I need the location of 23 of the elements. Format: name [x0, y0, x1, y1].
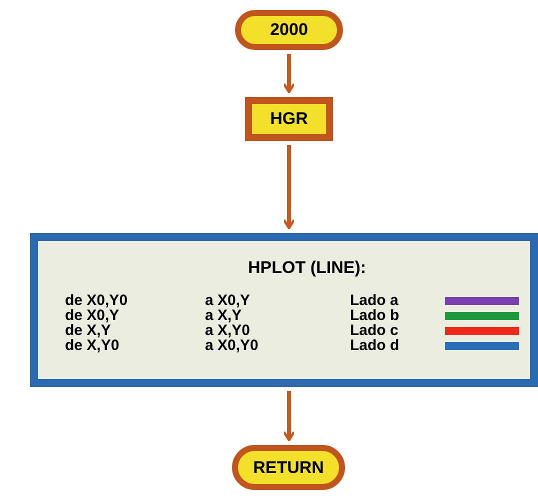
table-text: de X,Y: [65, 323, 111, 338]
legend-label: Lado a: [350, 293, 400, 308]
table-text: a X0,Y: [205, 293, 252, 308]
table-text: de X0,Y: [65, 308, 120, 323]
heading: HPLOT (LINE):: [248, 257, 366, 279]
process-box: [245, 97, 333, 141]
table-text: a X0,Y0: [205, 338, 260, 353]
legend-label: Lado c: [350, 323, 400, 338]
table-text: de X0,Y0: [65, 293, 129, 308]
node-label: RETURN: [253, 456, 324, 479]
legend-label: Lado b: [350, 308, 400, 323]
process-box: [30, 233, 538, 387]
legend-label: Lado d: [350, 338, 400, 353]
terminal-pill: [235, 10, 343, 50]
table-text: a X,Y: [205, 308, 242, 323]
node-label: 2000: [270, 19, 308, 42]
arrow: [282, 391, 296, 442]
node-label: HGR: [270, 108, 308, 130]
table-text: de X,Y0: [65, 338, 120, 353]
arrow: [282, 145, 296, 230]
terminal-pill: [232, 445, 345, 490]
table-text: a X,Y0: [205, 323, 252, 338]
arrow: [282, 54, 296, 94]
